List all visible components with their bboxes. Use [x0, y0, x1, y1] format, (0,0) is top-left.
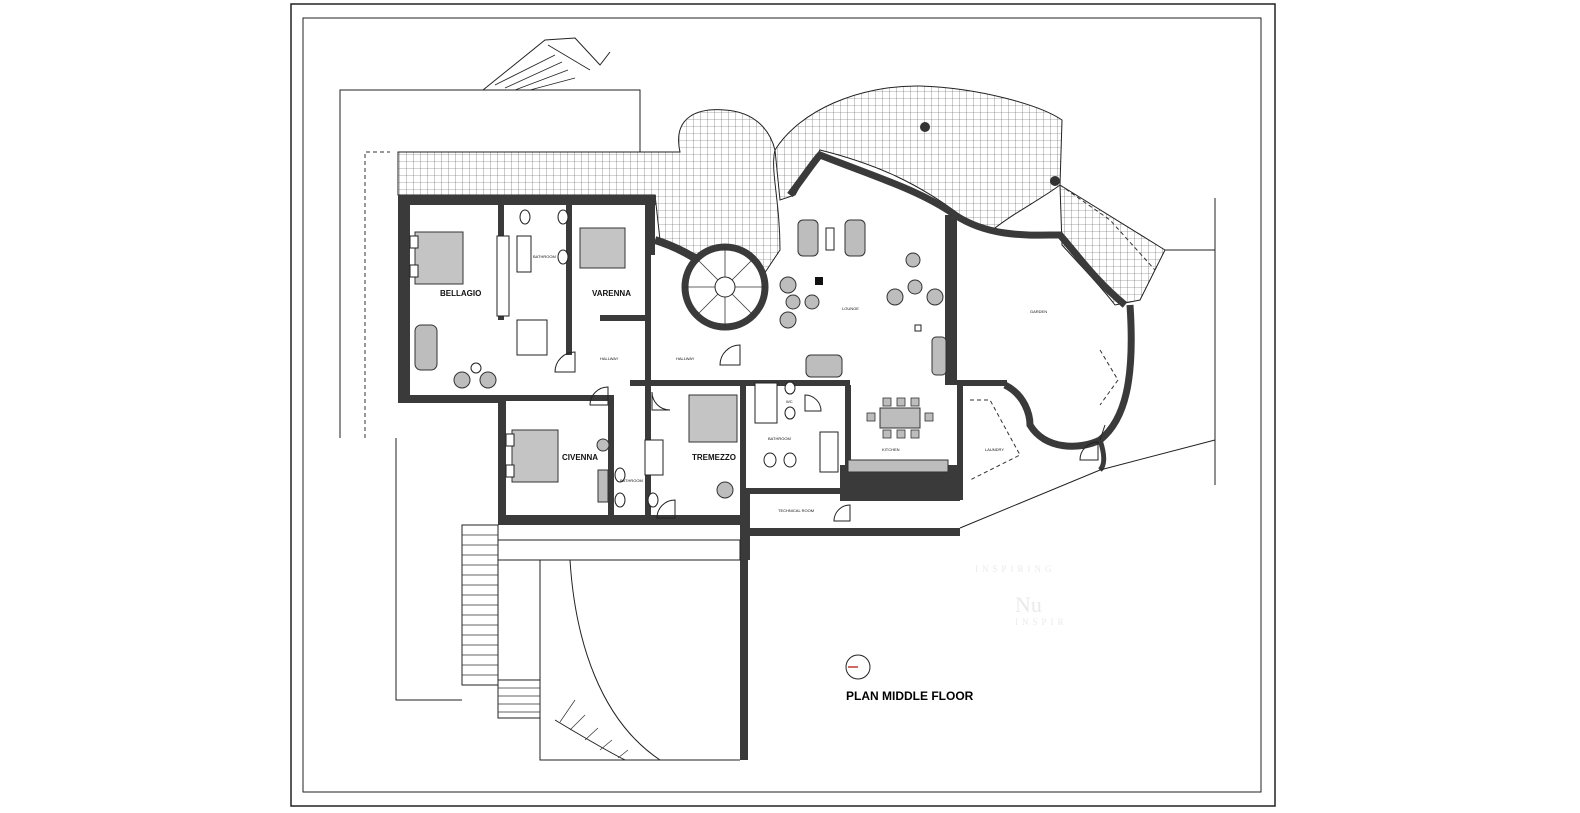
- room-label-technical-room: TECHNICAL ROOM: [778, 508, 814, 513]
- room-label-bathroom-1: BATHROOM: [533, 254, 556, 259]
- room-label-hallway-2: HALLWAY: [676, 356, 695, 361]
- room-label-bathroom-3: BATHROOM: [768, 436, 791, 441]
- watermark-line-1: INSPIRING: [975, 564, 1056, 574]
- bathroom-fixtures: [496, 209, 839, 508]
- sheet-outer-border: [290, 3, 1276, 807]
- room-label-lounge: LOUNGE: [842, 306, 859, 311]
- watermark-line-3: INSPIR: [1015, 617, 1068, 627]
- room-label-hallway-1: HALLWAY: [600, 356, 619, 361]
- sheet-inner-border: [302, 17, 1262, 793]
- beds: [409, 227, 738, 483]
- drawing-title: PLAN MIDDLE FLOOR: [846, 689, 974, 703]
- room-label-garden: GARDEN: [1030, 309, 1047, 314]
- door-swings: [554, 344, 1099, 522]
- room-label-civenna: CIVENNA: [562, 453, 598, 462]
- room-label-bellagio: BELLAGIO: [440, 289, 481, 298]
- room-label-laundry: LAUNDRY: [985, 447, 1004, 452]
- room-label-varenna: VARENNA: [592, 289, 631, 298]
- room-label-kitchen: KITCHEN: [882, 447, 900, 452]
- furniture: [414, 219, 949, 503]
- curved-walls: [653, 150, 1135, 472]
- watermark-line-2: Nu: [1015, 592, 1042, 617]
- watermark: INSPIRING Nu INSPIR: [975, 564, 1068, 627]
- exterior-lines: [959, 184, 1216, 529]
- room-label-tremezzo: TREMEZZO: [692, 453, 736, 462]
- room-label-bathroom-2: BATHROOM: [620, 478, 643, 483]
- terrace-tiles: [397, 85, 1166, 306]
- upper-left-outline: [339, 37, 641, 438]
- room-label-wc: WC: [786, 399, 793, 404]
- lower-left-stairs: [395, 438, 741, 761]
- north-arrow-icon: [845, 654, 871, 680]
- room-labels: BELLAGIO VARENNA CIVENNA TREMEZZO LOUNGE…: [440, 254, 1047, 513]
